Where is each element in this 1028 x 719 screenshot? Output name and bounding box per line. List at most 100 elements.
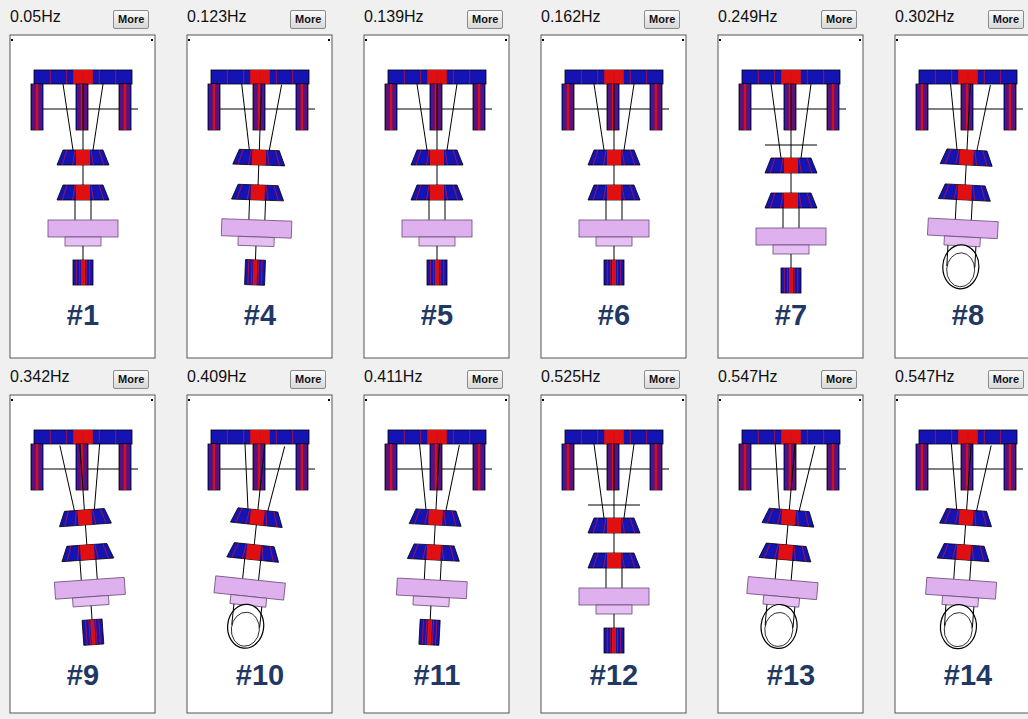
leg-stripe [837,84,838,130]
pontoon-core [80,544,95,560]
bottom-block-core [427,620,432,645]
pontoon [588,553,640,568]
pontoon-stripe [443,510,446,525]
tether-line [799,445,815,512]
bottom-block-stripe [617,260,618,285]
deck [34,430,132,444]
tether-line [239,83,251,149]
button-label: More [993,13,1019,25]
tether-line [977,85,990,151]
tether-line [437,246,438,260]
lavender-base [773,245,809,254]
leg [607,84,619,130]
leg-core [567,444,569,490]
corner-dot [542,399,544,401]
mode-panel [895,395,1028,713]
leg-stripe [123,444,124,490]
leg-stripe [475,84,476,130]
leg-stripe [436,444,437,490]
pontoon [762,508,815,527]
pontoon-stripe [275,151,280,166]
bottom-block-stripe [426,620,427,645]
pontoon [61,543,114,562]
pontoon-core [781,509,796,525]
pontoon-stripe [974,511,977,526]
deck-stripe [469,70,470,84]
leg-stripe [963,444,964,490]
pontoon [232,184,284,201]
button-label: More [295,373,321,385]
pontoon-stripe [980,186,986,201]
tether-line [965,165,966,185]
leg-stripe [1006,84,1007,130]
leg-stripe [1010,444,1011,490]
tether-line [447,84,457,150]
deck [34,70,132,84]
leg [430,84,442,130]
tether-line [614,533,615,553]
more-button: More [821,370,857,389]
leg-stripe [837,444,838,490]
bottom-block-stripe [610,260,611,285]
pontoon-stripe [453,150,458,165]
pontoon [233,149,285,166]
deck-stripe [66,430,67,444]
bottom-block-stripe [261,260,263,285]
tether-line [269,84,281,150]
leg-core [478,444,480,490]
panel-frame [10,35,155,358]
leg-stripe [611,444,612,490]
frequency-label: 0.123Hz [187,8,247,26]
tether-line [789,444,795,510]
pontoon-stripe [91,185,93,200]
hanging-assembly [742,441,830,651]
corner-dot [151,399,153,401]
deck-core [73,430,93,444]
bottom-block-core [253,260,258,285]
leg [119,84,131,130]
pontoon-stripe [62,150,67,165]
leg-stripe [613,84,614,130]
deck-stripe [83,430,84,444]
frequency-label: 0.139Hz [364,8,424,26]
deck [388,430,486,444]
pontoon-stripe [622,553,624,568]
leg-stripe [1014,444,1015,490]
leg-stripe [918,444,919,490]
leg-stripe [1008,444,1009,490]
lavender-base [419,237,455,246]
pontoon-core [778,544,793,560]
bottom-block-stripe [791,268,792,293]
deck-stripe [630,70,631,84]
deck [742,70,840,84]
deck-stripe [227,70,228,84]
tether-line [63,84,73,150]
pontoon-core [77,509,92,525]
leg-stripe [926,444,927,490]
leg-stripe [829,444,830,490]
pontoon-core [426,545,441,561]
bottom-block-stripe [614,628,615,653]
tether-line [614,614,615,628]
pontoon [407,544,460,562]
callout-number: #7 [775,299,807,332]
corner-dot [505,39,507,41]
leg-stripe [389,84,390,130]
deck-stripe [453,70,454,84]
panel-frame [541,395,686,713]
deck-stripe [404,70,405,84]
leg-stripe [479,84,480,130]
deck-stripe [99,430,100,444]
deck-stripe [243,430,244,444]
corner-dot [328,39,330,41]
leg-stripe [391,444,392,490]
pontoon-stripe [100,509,106,524]
leg-stripe [564,444,565,490]
lavender-frame [926,577,997,599]
pontoon-stripe [942,543,948,558]
tether-line [243,559,245,579]
pontoon-core [76,185,90,200]
tether-line [947,245,948,266]
pontoon-stripe [974,150,977,165]
